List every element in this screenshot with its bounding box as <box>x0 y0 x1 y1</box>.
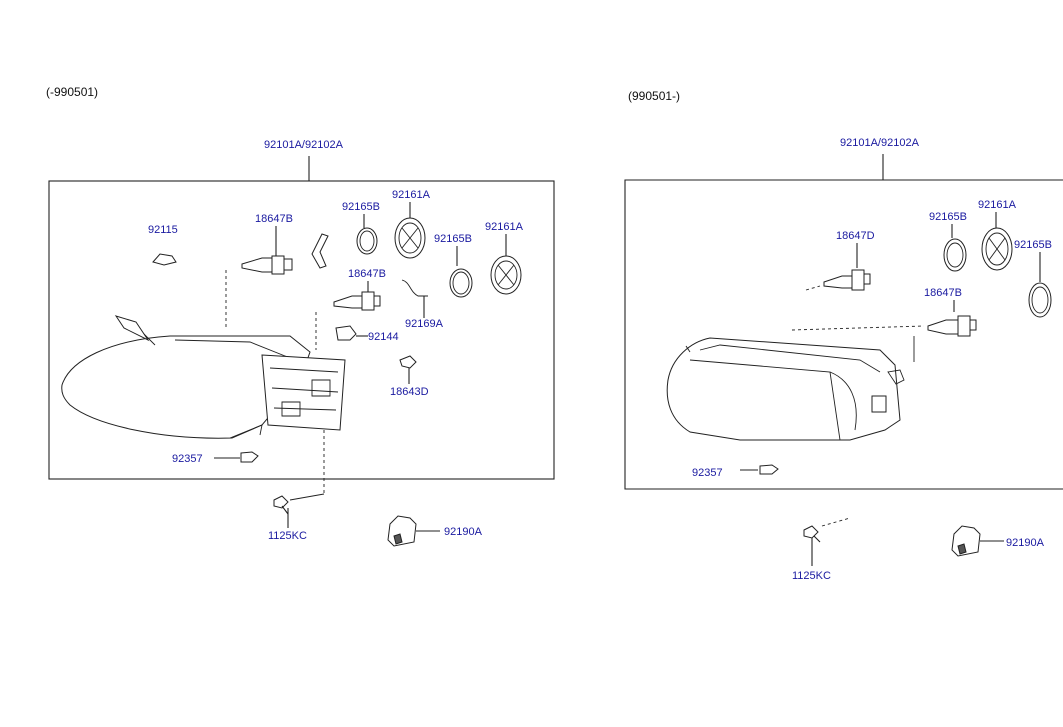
right-label-92161a[interactable]: 92161A <box>978 199 1017 211</box>
right-assembly-label[interactable]: 92101A/92102A <box>840 137 920 149</box>
left-cover-92190a[interactable] <box>387 515 417 547</box>
left-label-92161a-a[interactable]: 92161A <box>392 189 431 201</box>
left-label-1125kc[interactable]: 1125KC <box>268 530 307 542</box>
left-label-92165b-a[interactable]: 92165B <box>342 201 380 213</box>
left-label-92169a[interactable]: 92169A <box>405 318 444 330</box>
left-label-92165b-b[interactable]: 92165B <box>434 233 472 245</box>
right-label-1125kc[interactable]: 1125KC <box>792 570 831 582</box>
left-diagram: (-990501) 92101A/92102A 92115 18647B <box>46 85 555 547</box>
right-bulb-18647b[interactable] <box>927 315 977 337</box>
right-assembly-box <box>624 179 1063 490</box>
left-variant-label: (-990501) <box>46 85 98 99</box>
left-part-92115[interactable] <box>152 253 177 266</box>
left-screw-92357[interactable] <box>240 451 259 463</box>
left-bulb-18643d[interactable] <box>399 355 417 369</box>
left-label-92144[interactable]: 92144 <box>368 331 399 343</box>
right-label-92357[interactable]: 92357 <box>692 467 723 479</box>
left-headlamp-housing[interactable] <box>61 315 346 439</box>
right-ring-92165b-b[interactable] <box>1028 282 1052 318</box>
right-label-92165b-b[interactable]: 92165B <box>1014 239 1052 251</box>
left-cap-92161a-b[interactable] <box>490 255 522 295</box>
left-label-92190a[interactable]: 92190A <box>444 526 483 538</box>
left-assembly-label[interactable]: 92101A/92102A <box>264 139 344 151</box>
left-bulb-18647b-mid[interactable] <box>333 291 381 311</box>
right-bolt-1125kc[interactable] <box>803 525 821 543</box>
left-bolt-1125kc[interactable] <box>273 495 289 515</box>
right-label-18647b[interactable]: 18647B <box>924 287 962 299</box>
left-label-92357[interactable]: 92357 <box>172 453 203 465</box>
left-wire-connector[interactable] <box>311 233 329 269</box>
left-label-92161a-b[interactable]: 92161A <box>485 221 524 233</box>
left-socket-92144[interactable] <box>335 325 357 341</box>
left-bulb-18647b-top[interactable] <box>241 255 293 275</box>
right-cap-92161a[interactable] <box>981 227 1013 271</box>
right-bulb-18647d[interactable] <box>823 269 871 291</box>
left-label-18643d[interactable]: 18643D <box>390 386 429 398</box>
left-wire-92169a[interactable] <box>401 279 428 297</box>
right-cover-92190a[interactable] <box>951 525 981 557</box>
right-diagram: (990501-) 92101A/92102A 92165B 92161A 92 <box>624 89 1063 582</box>
left-label-18647b-mid[interactable]: 18647B <box>348 268 386 280</box>
left-label-92115[interactable]: 92115 <box>148 224 178 236</box>
left-label-18647b-top[interactable]: 18647B <box>255 213 293 225</box>
right-label-92165b-a[interactable]: 92165B <box>929 211 967 223</box>
left-ring-92165b-b[interactable] <box>449 268 473 298</box>
right-label-92190a[interactable]: 92190A <box>1006 537 1045 549</box>
right-label-18647d[interactable]: 18647D <box>836 230 875 242</box>
left-assembly-box <box>48 180 555 480</box>
right-lamp-housing[interactable] <box>666 337 905 441</box>
right-screw-92357[interactable] <box>759 464 779 475</box>
right-variant-label: (990501-) <box>628 89 680 103</box>
left-cap-92161a-a[interactable] <box>394 217 426 259</box>
